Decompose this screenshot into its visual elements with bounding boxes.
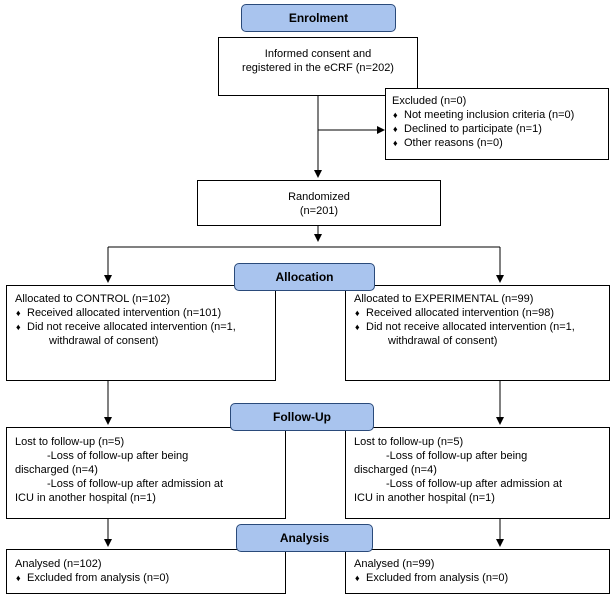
randomized-box: Randomized (n=201): [197, 180, 441, 226]
control-followup-line: -Loss of follow-up after being: [47, 450, 189, 462]
stage-enrolment: Enrolment: [241, 4, 396, 32]
control-allocation-title: Allocated to CONTROL (n=102): [15, 293, 171, 305]
control-not-received: Did not receive allocated intervention (…: [15, 320, 267, 334]
experimental-followup-line: -Loss of follow-up after admission at: [386, 478, 563, 490]
control-analysis-excluded: Excluded from analysis (n=0): [15, 571, 277, 585]
randomized-line-1: Randomized: [288, 191, 350, 203]
experimental-allocation-title: Allocated to EXPERIMENTAL (n=99): [354, 293, 534, 305]
experimental-not-received-reason: withdrawal of consent): [388, 335, 498, 347]
stage-allocation-label: Allocation: [275, 270, 334, 284]
stage-followup-label: Follow-Up: [273, 410, 331, 424]
control-received: Received allocated intervention (n=101): [15, 306, 267, 320]
control-followup-title: Lost to follow-up (n=5): [15, 436, 125, 448]
control-followup-line: ICU in another hospital (n=1): [15, 492, 156, 504]
randomized-line-2: (n=201): [299, 205, 339, 217]
control-allocation-box: Allocated to CONTROL (n=102) Received al…: [6, 285, 276, 381]
control-analysis-title: Analysed (n=102): [15, 558, 102, 570]
stage-allocation: Allocation: [234, 263, 375, 291]
experimental-followup-line: -Loss of follow-up after being: [386, 450, 528, 462]
excluded-title: Excluded (n=0): [392, 95, 467, 107]
experimental-analysis-excluded: Excluded from analysis (n=0): [354, 571, 601, 585]
control-not-received-reason: withdrawal of consent): [49, 335, 159, 347]
control-analysis-box: Analysed (n=102) Excluded from analysis …: [6, 549, 286, 594]
control-followup-line: -Loss of follow-up after admission at: [47, 478, 224, 490]
excluded-item: Other reasons (n=0): [392, 136, 602, 150]
experimental-followup-title: Lost to follow-up (n=5): [354, 436, 464, 448]
excluded-item: Not meeting inclusion criteria (n=0): [392, 108, 602, 122]
experimental-analysis-title: Analysed (n=99): [354, 558, 435, 570]
experimental-analysis-box: Analysed (n=99) Excluded from analysis (…: [345, 549, 610, 594]
stage-followup: Follow-Up: [230, 403, 374, 431]
excluded-item: Declined to participate (n=1): [392, 122, 602, 136]
experimental-allocation-box: Allocated to EXPERIMENTAL (n=99) Receive…: [345, 285, 610, 381]
stage-analysis: Analysis: [236, 524, 373, 552]
consent-line-1: Informed consent and: [264, 48, 372, 60]
excluded-box: Excluded (n=0) Not meeting inclusion cri…: [385, 88, 609, 160]
stage-enrolment-label: Enrolment: [288, 11, 349, 25]
control-followup-line: discharged (n=4): [15, 464, 98, 476]
experimental-followup-line: discharged (n=4): [354, 464, 437, 476]
experimental-followup-line: ICU in another hospital (n=1): [354, 492, 495, 504]
consent-box: Informed consent and registered in the e…: [218, 37, 418, 96]
control-followup-box: Lost to follow-up (n=5) -Loss of follow-…: [6, 427, 286, 519]
stage-analysis-label: Analysis: [279, 531, 330, 545]
experimental-not-received: Did not receive allocated intervention (…: [354, 320, 601, 334]
consent-line-2: registered in the eCRF (n=202): [242, 62, 394, 74]
experimental-received: Received allocated intervention (n=98): [354, 306, 601, 320]
experimental-followup-box: Lost to follow-up (n=5) -Loss of follow-…: [345, 427, 610, 519]
